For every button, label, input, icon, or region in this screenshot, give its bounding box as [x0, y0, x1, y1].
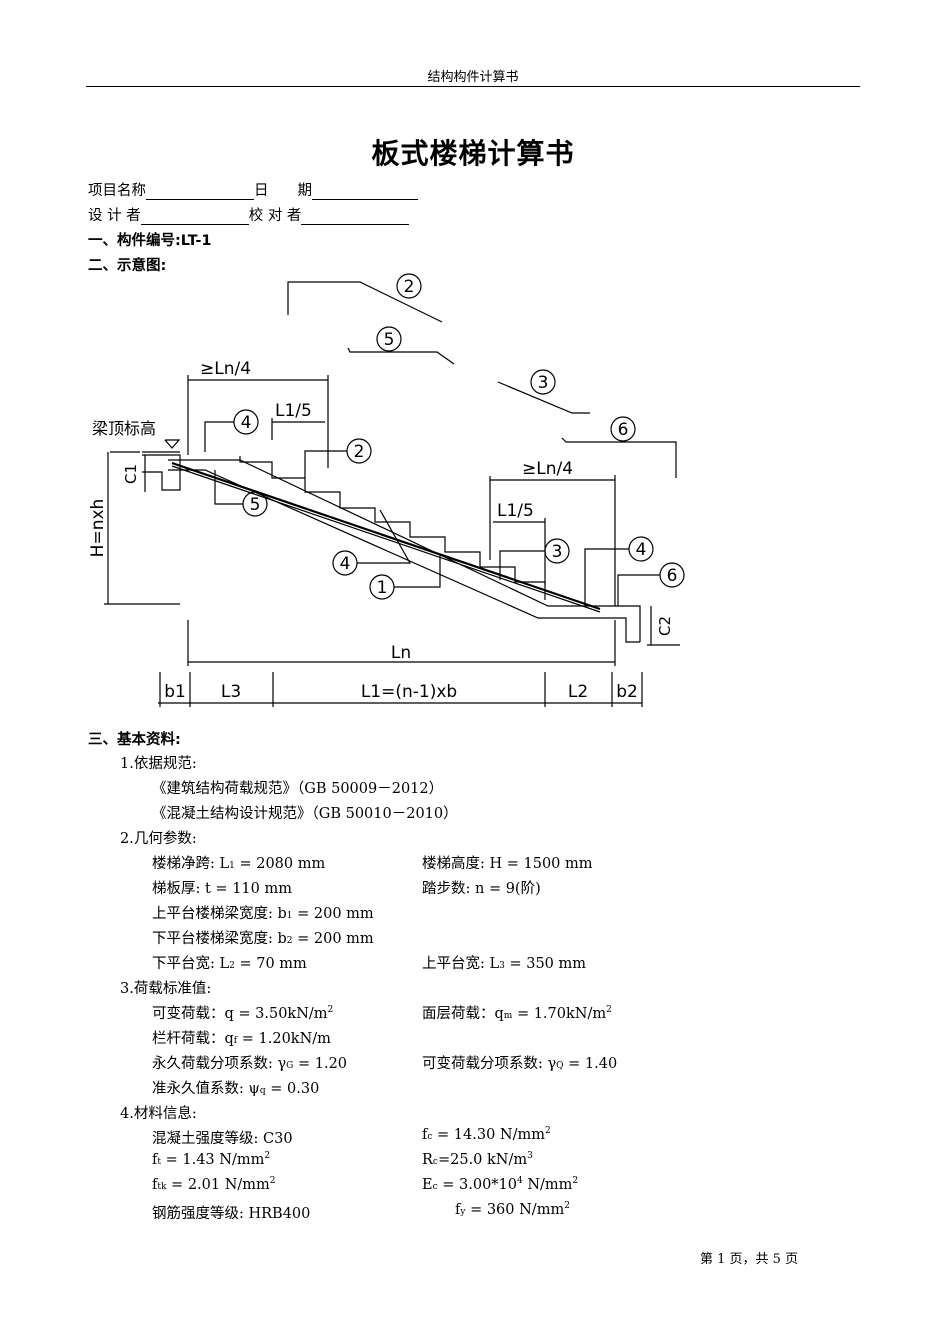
page-title: 板式楼梯计算书	[371, 137, 575, 170]
param-thickness: 梯板厚: t = 110 mm	[152, 881, 292, 897]
checker-label: 校 对 者	[248, 208, 302, 224]
param-steps: 踏步数: n = 9(阶)	[422, 881, 541, 897]
load-railing: 栏杆荷载：qf = 1.20kN/m	[152, 1031, 331, 1047]
factor-dead: 永久荷载分项系数: γG = 1.20	[152, 1056, 348, 1072]
dim-l15-top: L1/5	[275, 401, 312, 421]
load-title: 3.荷载标准值:	[120, 981, 212, 997]
callout-4-right: 4	[636, 540, 647, 560]
factor-quasi: 准永久值系数: ψq = 0.30	[152, 1081, 320, 1097]
section-basic-data: 三、基本资料:	[88, 732, 181, 748]
material-title: 4.材料信息:	[120, 1106, 197, 1122]
section-component-id: 一、构件编号:LT-1	[88, 233, 212, 249]
dim-c2: C2	[656, 616, 674, 636]
param-l2: 下平台宽: L2 = 70 mm	[152, 956, 307, 972]
checker-field[interactable]	[301, 210, 410, 225]
project-field[interactable]	[146, 185, 254, 200]
dim-l1: L1=(n-1)xb	[361, 682, 457, 702]
code-title: 1.依据规范:	[120, 756, 197, 772]
header-rule	[86, 86, 860, 87]
dim-l2: L2	[568, 682, 588, 702]
callout-4-top: 4	[241, 413, 252, 433]
dim-ln4-right: ≥Ln/4	[522, 459, 573, 479]
dim-c1: C1	[122, 464, 140, 484]
dim-ln: Ln	[391, 643, 411, 663]
bar-label-2: 2	[404, 277, 415, 297]
param-b2: 下平台楼梯梁宽度: b2 = 200 mm	[152, 931, 374, 947]
info-row-2: 设 计 者校 对 者	[88, 204, 410, 225]
dim-b2: b2	[616, 682, 638, 702]
project-label: 项目名称	[88, 183, 146, 199]
designer-field[interactable]	[140, 210, 249, 225]
dim-h: H=nxh	[88, 499, 108, 558]
ft-value: ft = 1.43 N/mm2	[152, 1151, 271, 1168]
callout-4-mid: 4	[340, 554, 351, 574]
param-l3: 上平台宽: L3 = 350 mm	[422, 956, 587, 972]
section-diagram: 二、示意图:	[88, 258, 167, 274]
beam-top-label: 梁顶标高	[92, 419, 156, 438]
param-b1: 上平台楼梯梁宽度: b1 = 200 mm	[152, 906, 374, 922]
geo-title: 2.几何参数:	[120, 831, 197, 847]
callout-3: 3	[552, 542, 563, 562]
page-header: 结构构件计算书	[427, 70, 519, 85]
concrete-grade: 混凝土强度等级: C30	[152, 1131, 293, 1147]
date-field[interactable]	[312, 185, 418, 200]
designer-label: 设 计 者	[88, 208, 141, 224]
stair-diagram: 2 5 3 6 4 2 5 4 1 3 4 6 ≥Ln/4 L1/5 梁顶标高 …	[88, 273, 685, 707]
dim-b1: b1	[164, 682, 186, 702]
info-row-1: 项目名称 日 期	[88, 179, 418, 200]
steel-grade: 钢筋强度等级: HRB400	[152, 1206, 311, 1222]
load-finish: 面层荷载：qm = 1.70kN/m2	[422, 1005, 612, 1022]
bar-label-5: 5	[384, 330, 395, 350]
page-footer: 第 1 页，共 5 页	[700, 1252, 799, 1267]
ftk-value: ftk = 2.01 N/mm2	[152, 1176, 276, 1193]
callout-1: 1	[377, 578, 388, 598]
param-height: 楼梯高度: H = 1500 mm	[422, 856, 593, 872]
fy-value: fy = 360 N/mm2	[455, 1201, 570, 1218]
callout-6: 6	[667, 566, 678, 586]
factor-live: 可变荷载分项系数: γQ = 1.40	[422, 1056, 618, 1072]
date-label: 日 期	[254, 183, 312, 199]
param-span: 楼梯净跨: L1 = 2080 mm	[152, 856, 326, 872]
callout-5: 5	[250, 495, 261, 515]
ec-value: Ec = 3.00*104 N/mm2	[422, 1176, 579, 1193]
code-concrete: 《混凝土结构设计规范》（GB 50010－2010）	[152, 806, 458, 822]
bar-label-6: 6	[618, 420, 629, 440]
dim-l15-right: L1/5	[497, 501, 534, 521]
callout-2: 2	[354, 442, 365, 462]
dim-l3: L3	[221, 682, 241, 702]
fc-value: fc = 14.30 N/mm2	[422, 1126, 551, 1143]
dim-ln4-top: ≥Ln/4	[200, 359, 251, 379]
bar-label-3: 3	[538, 373, 549, 393]
rc-value: Rc=25.0 kN/m3	[422, 1151, 533, 1168]
code-load: 《建筑结构荷载规范》（GB 50009－2012）	[152, 781, 444, 797]
load-live: 可变荷载：q = 3.50kN/m2	[152, 1005, 334, 1022]
